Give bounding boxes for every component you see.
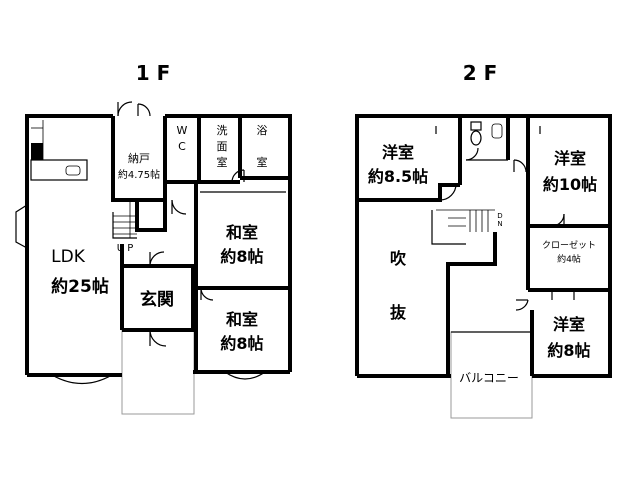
japanese-upper-name: 和室 [226,223,258,242]
western-b-size: 約10帖 [543,175,597,194]
japanese-upper-size: 約8帖 [220,247,263,266]
floor-2-title: 2 F [463,61,498,85]
porch-area [121,329,195,415]
floor-2-doors [435,126,575,311]
western-a-size: 約8.5帖 [368,167,428,186]
closet-name: クローゼット [542,239,596,251]
western-b-name: 洋室 [554,149,586,168]
floor-2-interior-walls [357,116,610,376]
western-a-name: 洋室 [382,143,414,162]
western-c-size: 約8帖 [547,341,590,360]
atrium-label: 吹抜 [390,249,407,322]
washroom-label: 洗面室 [217,124,228,169]
ldk-name: LDK [51,247,86,267]
balcony-area [450,331,533,419]
floor-1-stair-label: U P [117,243,134,254]
japanese-lower-size: 約8帖 [220,334,263,353]
entrance-label: 玄関 [140,289,174,310]
floor-1-interior-walls [111,116,290,372]
balcony-label: バルコニー [459,371,519,385]
floor-1-doors [117,101,245,347]
floor-2-plan: 洋室 約8.5帖 洋室 約10帖 クローゼット 約4帖 吹抜 洋室 約8帖 バル… [355,114,612,419]
floor-1-stairs [113,200,137,238]
japanese-lower-name: 和室 [226,310,258,329]
storage-size: 約4.75帖 [118,168,160,181]
toilet-fixture [470,121,503,146]
bath-label: 浴室 [257,124,268,169]
closet-size: 約4帖 [557,253,581,265]
floor-2-stairs [436,209,495,232]
floor-2-outer-walls [355,114,612,378]
ldk-size: 約25帖 [51,276,109,297]
kitchen-counter [30,120,88,181]
floor-1-title: 1 F [136,61,171,85]
refrigerator [31,143,43,160]
storage-name: 納戸 [128,152,150,165]
western-c-name: 洋室 [553,315,585,334]
